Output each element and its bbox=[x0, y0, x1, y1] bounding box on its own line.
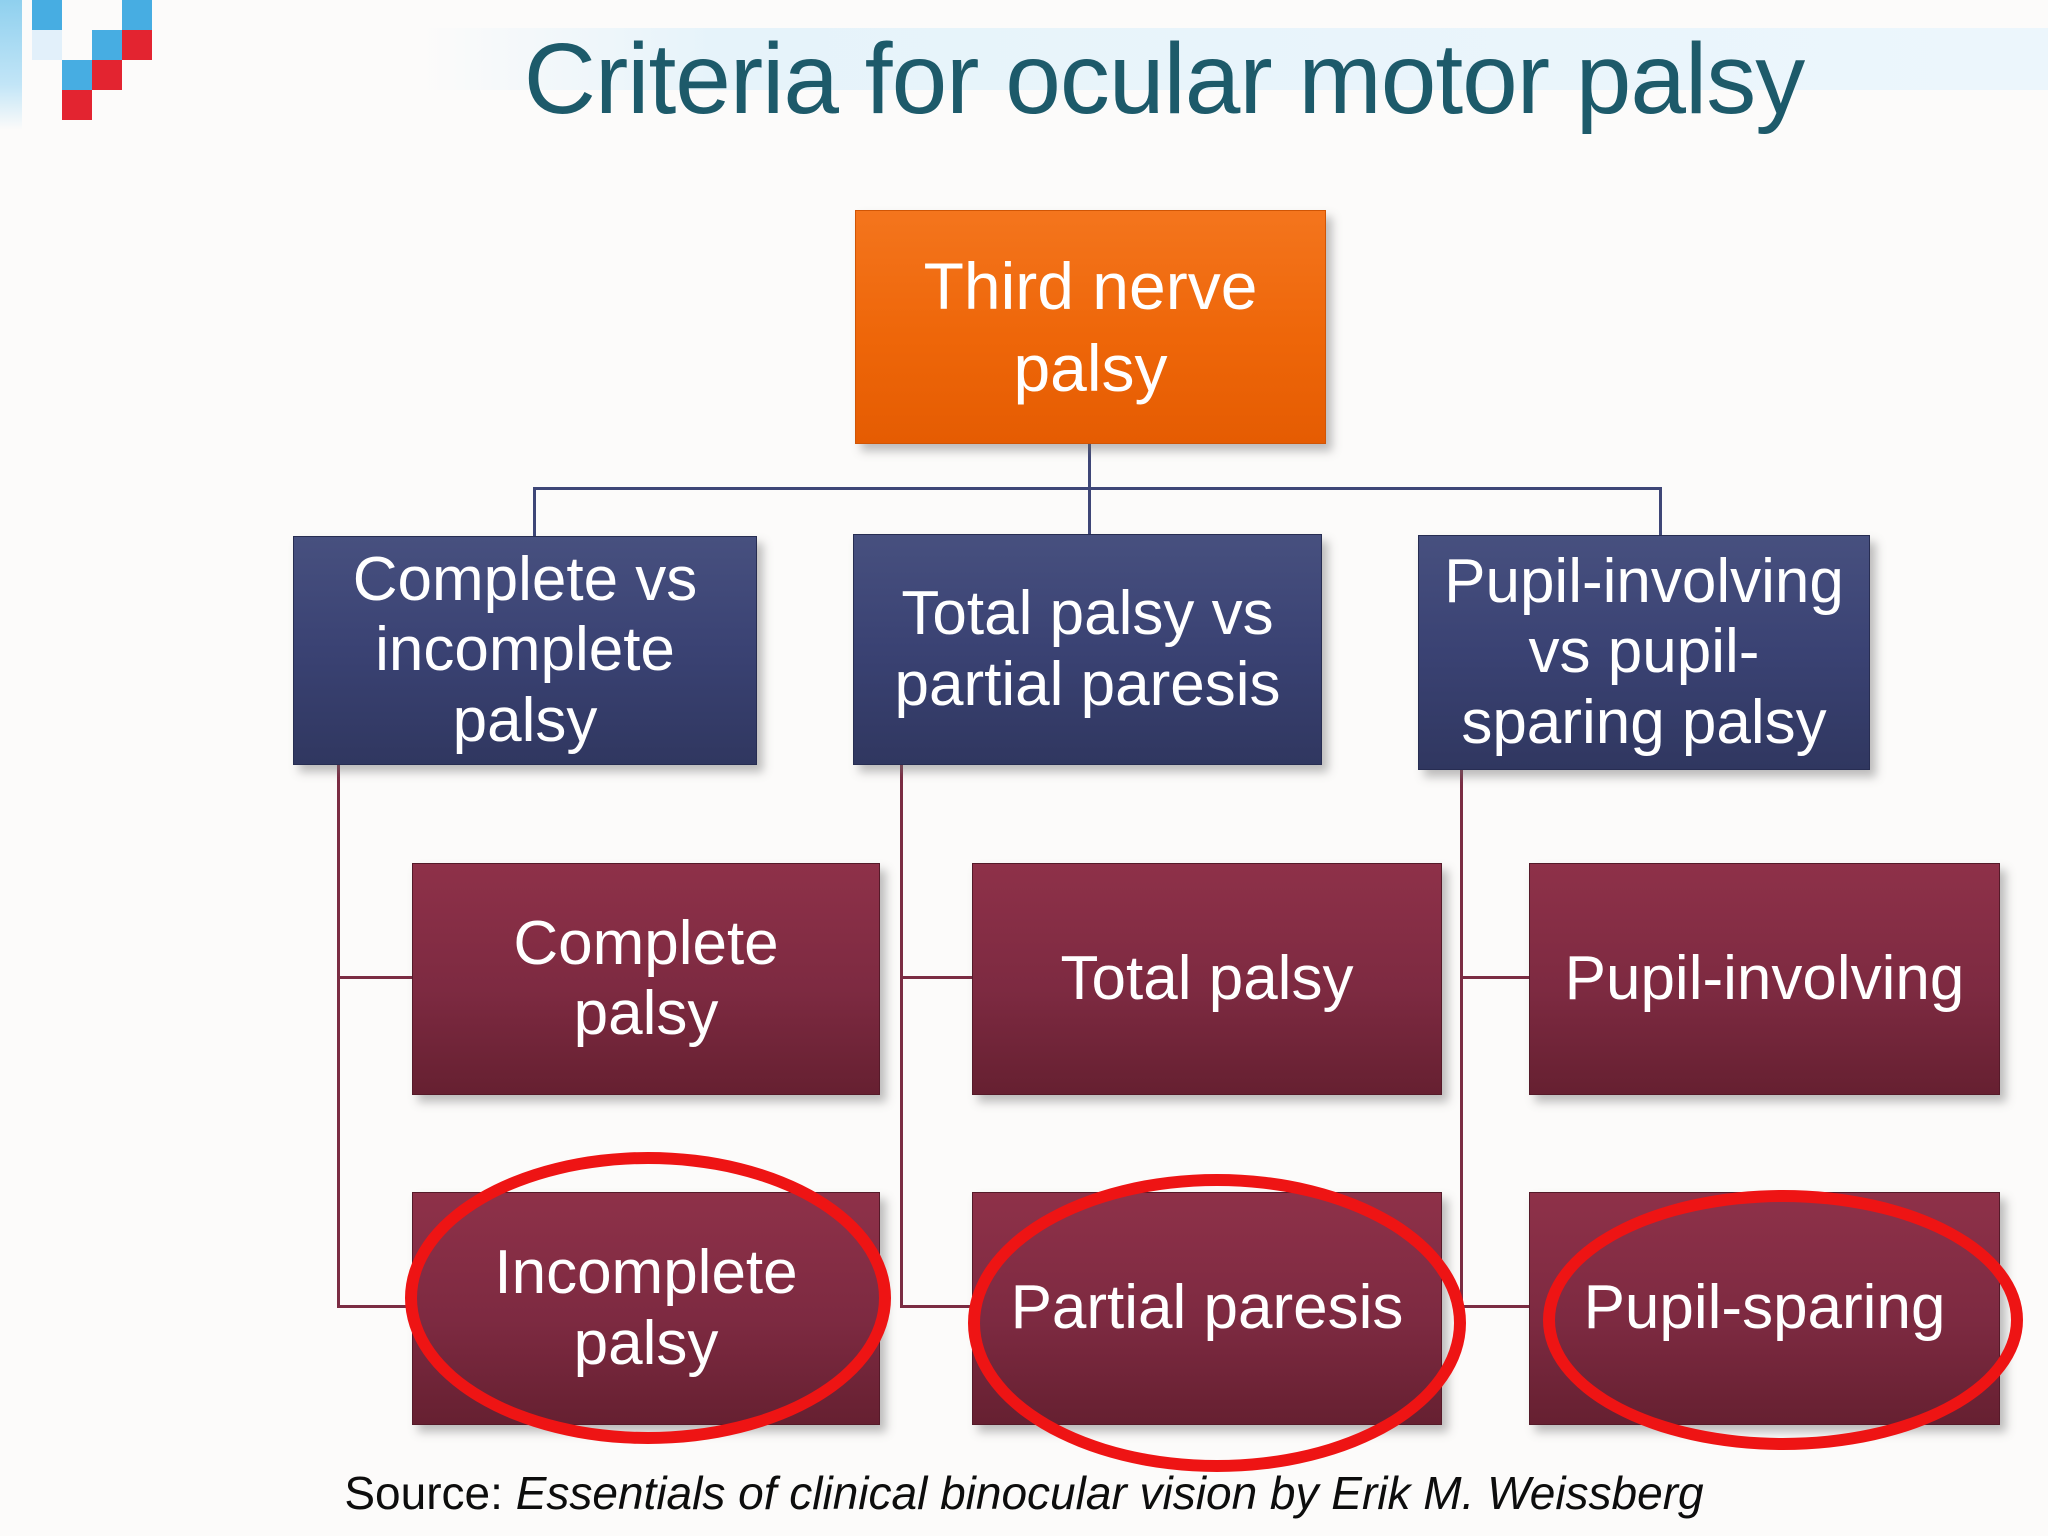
title-highlight-band bbox=[420, 28, 2048, 90]
source-citation: Source: Essentials of clinical binocular… bbox=[0, 1466, 2048, 1520]
source-book-title: Essentials of clinical binocular vision … bbox=[515, 1467, 1704, 1519]
connector-rail bbox=[533, 487, 1661, 490]
node-complete-palsy: Complete palsy bbox=[412, 863, 880, 1095]
logo-square bbox=[32, 0, 62, 30]
connector-drop-right bbox=[1659, 487, 1662, 537]
logo-square bbox=[32, 30, 62, 60]
connector-col1-spine bbox=[337, 762, 340, 1308]
logo-square bbox=[122, 0, 152, 30]
node-total-vs-partial: Total palsy vs partial paresis bbox=[853, 534, 1322, 765]
connector-col1-stub1 bbox=[337, 976, 414, 979]
source-prefix: Source: bbox=[344, 1467, 516, 1519]
logo-square bbox=[62, 90, 92, 120]
logo-square bbox=[92, 60, 122, 90]
connector-drop-middle bbox=[1088, 487, 1091, 536]
logo-square bbox=[92, 30, 122, 60]
connector-drop-left bbox=[533, 487, 536, 538]
connector-col3-stub2 bbox=[1460, 1305, 1531, 1308]
slide-title: Criteria for ocular motor palsy bbox=[523, 23, 1806, 135]
connector-col3-stub1 bbox=[1460, 976, 1531, 979]
logo-square bbox=[122, 30, 152, 60]
brand-logo-mosaic-icon bbox=[0, 0, 170, 140]
node-complete-vs-incomplete: Complete vs incomplete palsy bbox=[293, 536, 757, 765]
node-pupil-involving-vs-sparing: Pupil-involving vs pupil- sparing palsy bbox=[1418, 535, 1870, 770]
logo-square bbox=[62, 60, 92, 90]
node-pupil-involving: Pupil-involving bbox=[1529, 863, 2000, 1095]
highlight-ellipse-pupil-sparing bbox=[1543, 1190, 2023, 1450]
connector-col1-stub2 bbox=[337, 1305, 414, 1308]
connector-col3-spine bbox=[1460, 766, 1463, 1308]
highlight-ellipse-partial-paresis bbox=[968, 1174, 1466, 1472]
connector-root-stem bbox=[1088, 442, 1091, 489]
connector-col2-stub2 bbox=[900, 1305, 974, 1308]
node-total-palsy: Total palsy bbox=[972, 863, 1442, 1095]
logo-gradient-strip bbox=[0, 0, 22, 130]
highlight-ellipse-incomplete-palsy bbox=[405, 1152, 891, 1444]
connector-col2-stub1 bbox=[900, 976, 974, 979]
connector-col2-spine bbox=[900, 762, 903, 1308]
node-third-nerve-palsy: Third nerve palsy bbox=[855, 210, 1326, 444]
